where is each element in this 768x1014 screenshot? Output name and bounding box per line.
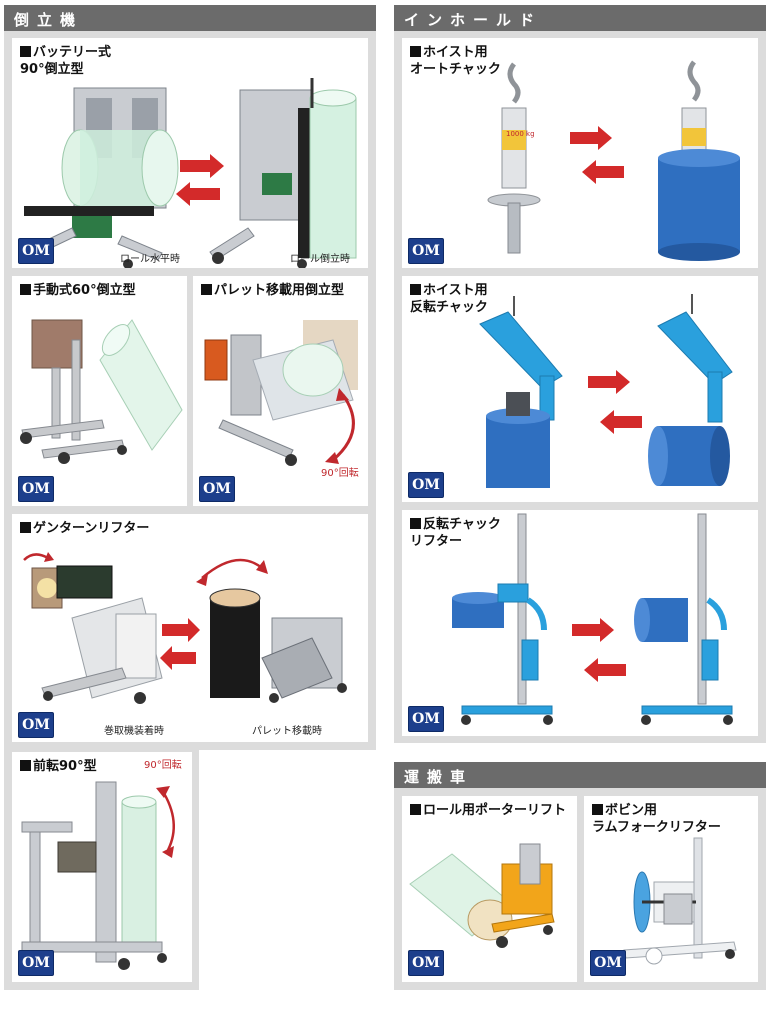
card-gentan-lifter: ゲンターンリフター OM 巻取機装着時 パレット移載時 <box>12 514 368 742</box>
hoist-flip-chuck-illustration <box>479 294 733 488</box>
card-title: ホイスト用 オートチャック <box>410 45 501 77</box>
om-badge: OM <box>18 476 54 502</box>
card-title: 手動式60°倒立型 <box>20 282 136 299</box>
section-title-inhold: インホールド <box>394 5 766 31</box>
gentan-lifter-illustration <box>23 552 347 704</box>
battery-tilter-illustration <box>24 78 357 268</box>
om-badge: OM <box>408 238 444 264</box>
card-title: ホイスト用 反転チャック <box>410 283 488 315</box>
om-badge: OM <box>408 706 444 732</box>
card-title: バッテリー式 90°倒立型 <box>20 45 112 77</box>
om-badge: OM <box>408 950 444 976</box>
om-badge: OM <box>18 950 54 976</box>
card-title: ロール用ポーターリフト <box>410 802 566 819</box>
card-hoist-auto-chuck: ホイスト用 オートチャック 1000 kg OM <box>402 38 758 268</box>
card-battery-90: バッテリー式 90°倒立型 OM ロール水平時 ロール倒立時 <box>12 38 368 268</box>
rotation-note: 90°回転 <box>144 760 182 771</box>
caption-pallet: パレット移載時 <box>252 726 322 737</box>
hoist-auto-chuck-illustration <box>487 60 740 261</box>
roll-porter-illustration <box>409 843 555 948</box>
section-title-tilting: 倒立機 <box>4 5 376 31</box>
section-title-transport: 運搬車 <box>394 762 766 788</box>
om-badge: OM <box>18 238 54 264</box>
card-title: 反転チャック リフター <box>410 517 501 549</box>
om-badge: OM <box>199 476 235 502</box>
card-manual-60: 手動式60°倒立型 OM <box>12 276 187 506</box>
card-title: パレット移載用倒立型 <box>201 282 344 299</box>
caption-upright: ロール倒立時 <box>290 254 350 265</box>
card-title: ボビン用 ラムフォークリフター <box>592 803 721 835</box>
om-badge: OM <box>18 712 54 738</box>
card-forward-90: 前転90°型 90°回転 OM <box>12 752 192 982</box>
card-pallet-transfer: パレット移載用倒立型 90°回転 OM <box>193 276 368 506</box>
flip-chuck-lifter-illustration <box>452 513 733 725</box>
card-flip-chuck-lifter: 反転チャック リフター OM <box>402 510 758 736</box>
om-badge: OM <box>408 472 444 498</box>
capacity-label: 1000 kg <box>506 130 535 138</box>
caption-winder: 巻取機装着時 <box>104 726 164 737</box>
card-title: ゲンターンリフター <box>20 520 149 537</box>
manual-tilter-illustration <box>20 319 183 464</box>
card-title: 前転90°型 <box>20 758 97 775</box>
rotation-note: 90°回転 <box>321 468 359 479</box>
om-badge: OM <box>590 950 626 976</box>
bobbin-lifter-illustration <box>623 837 737 965</box>
card-roll-porter-lift: ロール用ポーターリフト OM <box>402 796 577 982</box>
card-hoist-flip-chuck: ホイスト用 反転チャック OM <box>402 276 758 502</box>
pallet-tilter-illustration <box>204 320 358 466</box>
caption-horizontal: ロール水平時 <box>120 254 180 265</box>
forward-tilter-illustration <box>21 781 175 970</box>
card-bobbin-ram-fork: ボビン用 ラムフォークリフター OM <box>584 796 758 982</box>
